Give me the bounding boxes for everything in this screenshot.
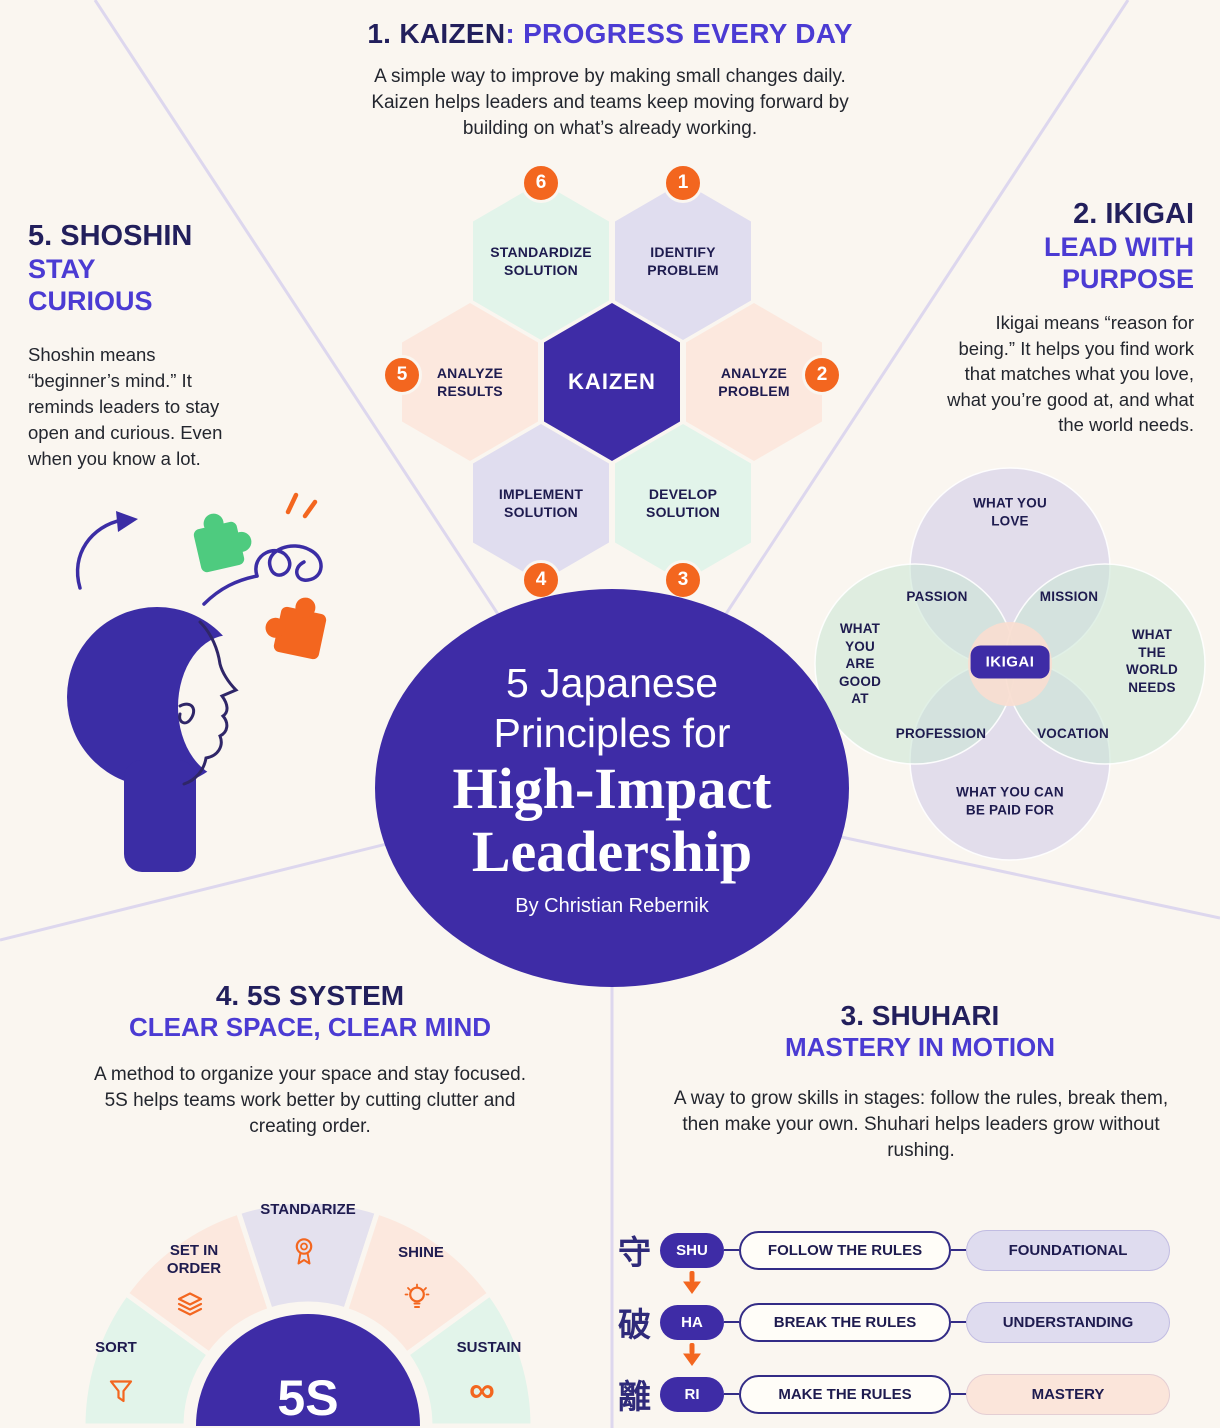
venn-label-love: WHAT YOU LOVE — [973, 495, 1047, 528]
shoshin-head-illustration — [67, 492, 327, 872]
five-s-center-semicircle — [196, 1314, 420, 1426]
curved-arrow-icon — [75, 511, 138, 590]
connector-line — [724, 1249, 739, 1251]
venn-label-world-needs: WHAT THE WORLD NEEDS — [1126, 626, 1178, 695]
kaizen-step-badge-2: 2 — [802, 355, 842, 395]
five-s-label-shine: SHINE — [398, 1244, 444, 1261]
five-s-gauge: 5S — [80, 1198, 536, 1428]
title-line-2: Principles for — [493, 709, 731, 756]
venn-label-profession: PROFESSION — [895, 726, 987, 742]
stage-pill-shu: SHU — [660, 1232, 724, 1268]
kaizen-step-label: ANALYZE PROBLEM — [718, 364, 790, 399]
kaizen-description: A simple way to improve by making small … — [371, 66, 849, 139]
venn-label-paid-for: WHAT YOU CAN BE PAID FOR — [956, 784, 1064, 817]
title-line-1: 5 Japanese — [505, 659, 718, 706]
kaizen-step-label: ANALYZE RESULTS — [436, 364, 504, 399]
five-s-description: A method to organize your space and stay… — [94, 1064, 526, 1137]
shoshin-description: Shoshin means “beginner’s mind.” It remi… — [28, 344, 223, 469]
venn-label-passion: PASSION — [906, 589, 968, 605]
shuhari-description: A way to grow skills in stages: follow t… — [673, 1088, 1169, 1161]
shoshin-title-tagline: STAY CURIOUS — [28, 254, 153, 317]
five-s-section-title: 4. 5S SYSTEM CLEAR SPACE, CLEAR MIND — [40, 980, 580, 1043]
kaizen-step-badge-1: 1 — [663, 163, 703, 203]
shoshin-title-number: 5. SHOSHIN — [28, 220, 193, 252]
kaizen-step-label: DEVELOP SOLUTION — [646, 485, 720, 520]
title-line-4: Leadership — [471, 818, 753, 884]
medal-icon — [291, 1237, 317, 1272]
kaizen-hexagon-step-2: ANALYZE PROBLEM — [686, 303, 822, 461]
ikigai-center-pill: IKIGAI — [970, 645, 1050, 679]
ikigai-title-tagline: LEAD WITH PURPOSE — [1044, 232, 1194, 295]
infinity-icon: ∞ — [469, 1369, 495, 1410]
kaizen-title-tagline: : PROGRESS EVERY DAY — [505, 18, 853, 49]
kanji-shu: 守 — [618, 1234, 651, 1271]
kaizen-hexagon-step-5: ANALYZE RESULTS — [402, 303, 538, 461]
kaizen-step-badge-6: 6 — [521, 163, 561, 203]
five-s-title-tagline: CLEAR SPACE, CLEAR MIND — [128, 1012, 492, 1042]
kaizen-step-label: STANDARDIZE SOLUTION — [490, 243, 592, 278]
shuhari-section-title: 3. SHUHARI MASTERY IN MOTION — [640, 1000, 1200, 1063]
connector-line — [724, 1393, 739, 1395]
head-silhouette — [67, 607, 282, 872]
kaizen-title-number: 1. KAIZEN — [367, 18, 506, 49]
stage-pill-ha: HA — [660, 1304, 724, 1340]
kaizen-center-label: KAIZEN — [568, 369, 656, 394]
bulb-icon — [404, 1283, 430, 1319]
kaizen-section-title: 1. KAIZEN: PROGRESS EVERY DAY — [0, 18, 1220, 50]
kaizen-step-badge-3: 3 — [663, 560, 703, 600]
five-s-center-label: 5S — [277, 1370, 338, 1426]
kaizen-hexagon-step-1: IDENTIFY PROBLEM — [615, 182, 751, 340]
kanji-ha: 破 — [618, 1306, 651, 1343]
kaizen-center-hexagon: KAIZEN — [544, 303, 680, 461]
action-pill-break: BREAK THE RULES — [739, 1302, 951, 1342]
shuhari-row-shu: 守 SHU FOLLOW THE RULES FOUNDATIONAL — [618, 1226, 1202, 1274]
kanji-ri: 離 — [618, 1378, 651, 1415]
shuhari-title-tagline: MASTERY IN MOTION — [784, 1032, 1056, 1062]
five-s-segment-sustain — [403, 1290, 536, 1428]
layers-icon — [176, 1292, 204, 1323]
ikigai-description: Ikigai means “reason for being.” It help… — [947, 312, 1194, 436]
venn-label-mission: MISSION — [1039, 589, 1099, 605]
shoshin-section-title: 5. SHOSHIN STAY CURIOUS — [28, 220, 192, 318]
face-profile-line — [182, 620, 239, 786]
connector-line — [951, 1249, 966, 1251]
action-pill-follow: FOLLOW THE RULES — [739, 1230, 951, 1270]
infographic-title-ellipse: 5 Japanese Principles for High-Impact Le… — [375, 589, 849, 987]
level-pill-mastery: MASTERY — [966, 1373, 1170, 1415]
stage-pill-ri: RI — [660, 1376, 724, 1412]
kaizen-step-label: IDENTIFY PROBLEM — [647, 243, 719, 278]
venn-label-vocation: VOCATION — [1037, 726, 1109, 742]
shuhari-row-ha: 破 HA BREAK THE RULES UNDERSTANDING — [618, 1298, 1202, 1346]
author-byline: By Christian Rebernik — [515, 895, 709, 918]
ikigai-section-title: 2. IKIGAI LEAD WITH PURPOSE — [1044, 198, 1194, 296]
tangled-scribble-icon — [202, 544, 323, 606]
title-line-3: High-Impact — [452, 755, 772, 821]
spark-icon — [285, 492, 318, 519]
kaizen-step-badge-5: 5 — [382, 355, 422, 395]
kaizen-step-label: IMPLEMENT SOLUTION — [498, 485, 584, 520]
down-arrow-icon — [683, 1271, 701, 1294]
connector-line — [724, 1321, 739, 1323]
five-s-label-standarize: STANDARIZE — [260, 1201, 356, 1218]
connector-line — [951, 1393, 966, 1395]
shuhari-row-ri: 離 RI MAKE THE RULES MASTERY — [618, 1370, 1202, 1418]
five-s-label-sort: SORT — [95, 1339, 137, 1356]
puzzle-piece-green-icon — [193, 513, 252, 573]
action-pill-make: MAKE THE RULES — [739, 1374, 951, 1414]
level-pill-understanding: UNDERSTANDING — [966, 1301, 1170, 1343]
venn-label-good-at: WHAT YOU ARE GOOD AT — [838, 621, 882, 707]
down-arrow-icon — [683, 1343, 701, 1366]
shuhari-title-number: 3. SHUHARI — [840, 1000, 1000, 1031]
connector-line — [951, 1321, 966, 1323]
shuhari-stages: 守 SHU FOLLOW THE RULES FOUNDATIONAL 破 HA… — [618, 1226, 1202, 1426]
five-s-title-number: 4. 5S SYSTEM — [215, 980, 405, 1011]
five-s-label-set-in-order: SET IN ORDER — [166, 1242, 222, 1277]
ikigai-title-number: 2. IKIGAI — [1073, 198, 1194, 230]
ear-line — [178, 702, 196, 725]
level-pill-foundational: FOUNDATIONAL — [966, 1229, 1170, 1271]
five-s-label-sustain: SUSTAIN — [456, 1339, 522, 1356]
ikigai-venn-diagram — [814, 467, 1206, 861]
funnel-icon — [108, 1379, 134, 1410]
puzzle-piece-orange-icon — [265, 597, 327, 660]
